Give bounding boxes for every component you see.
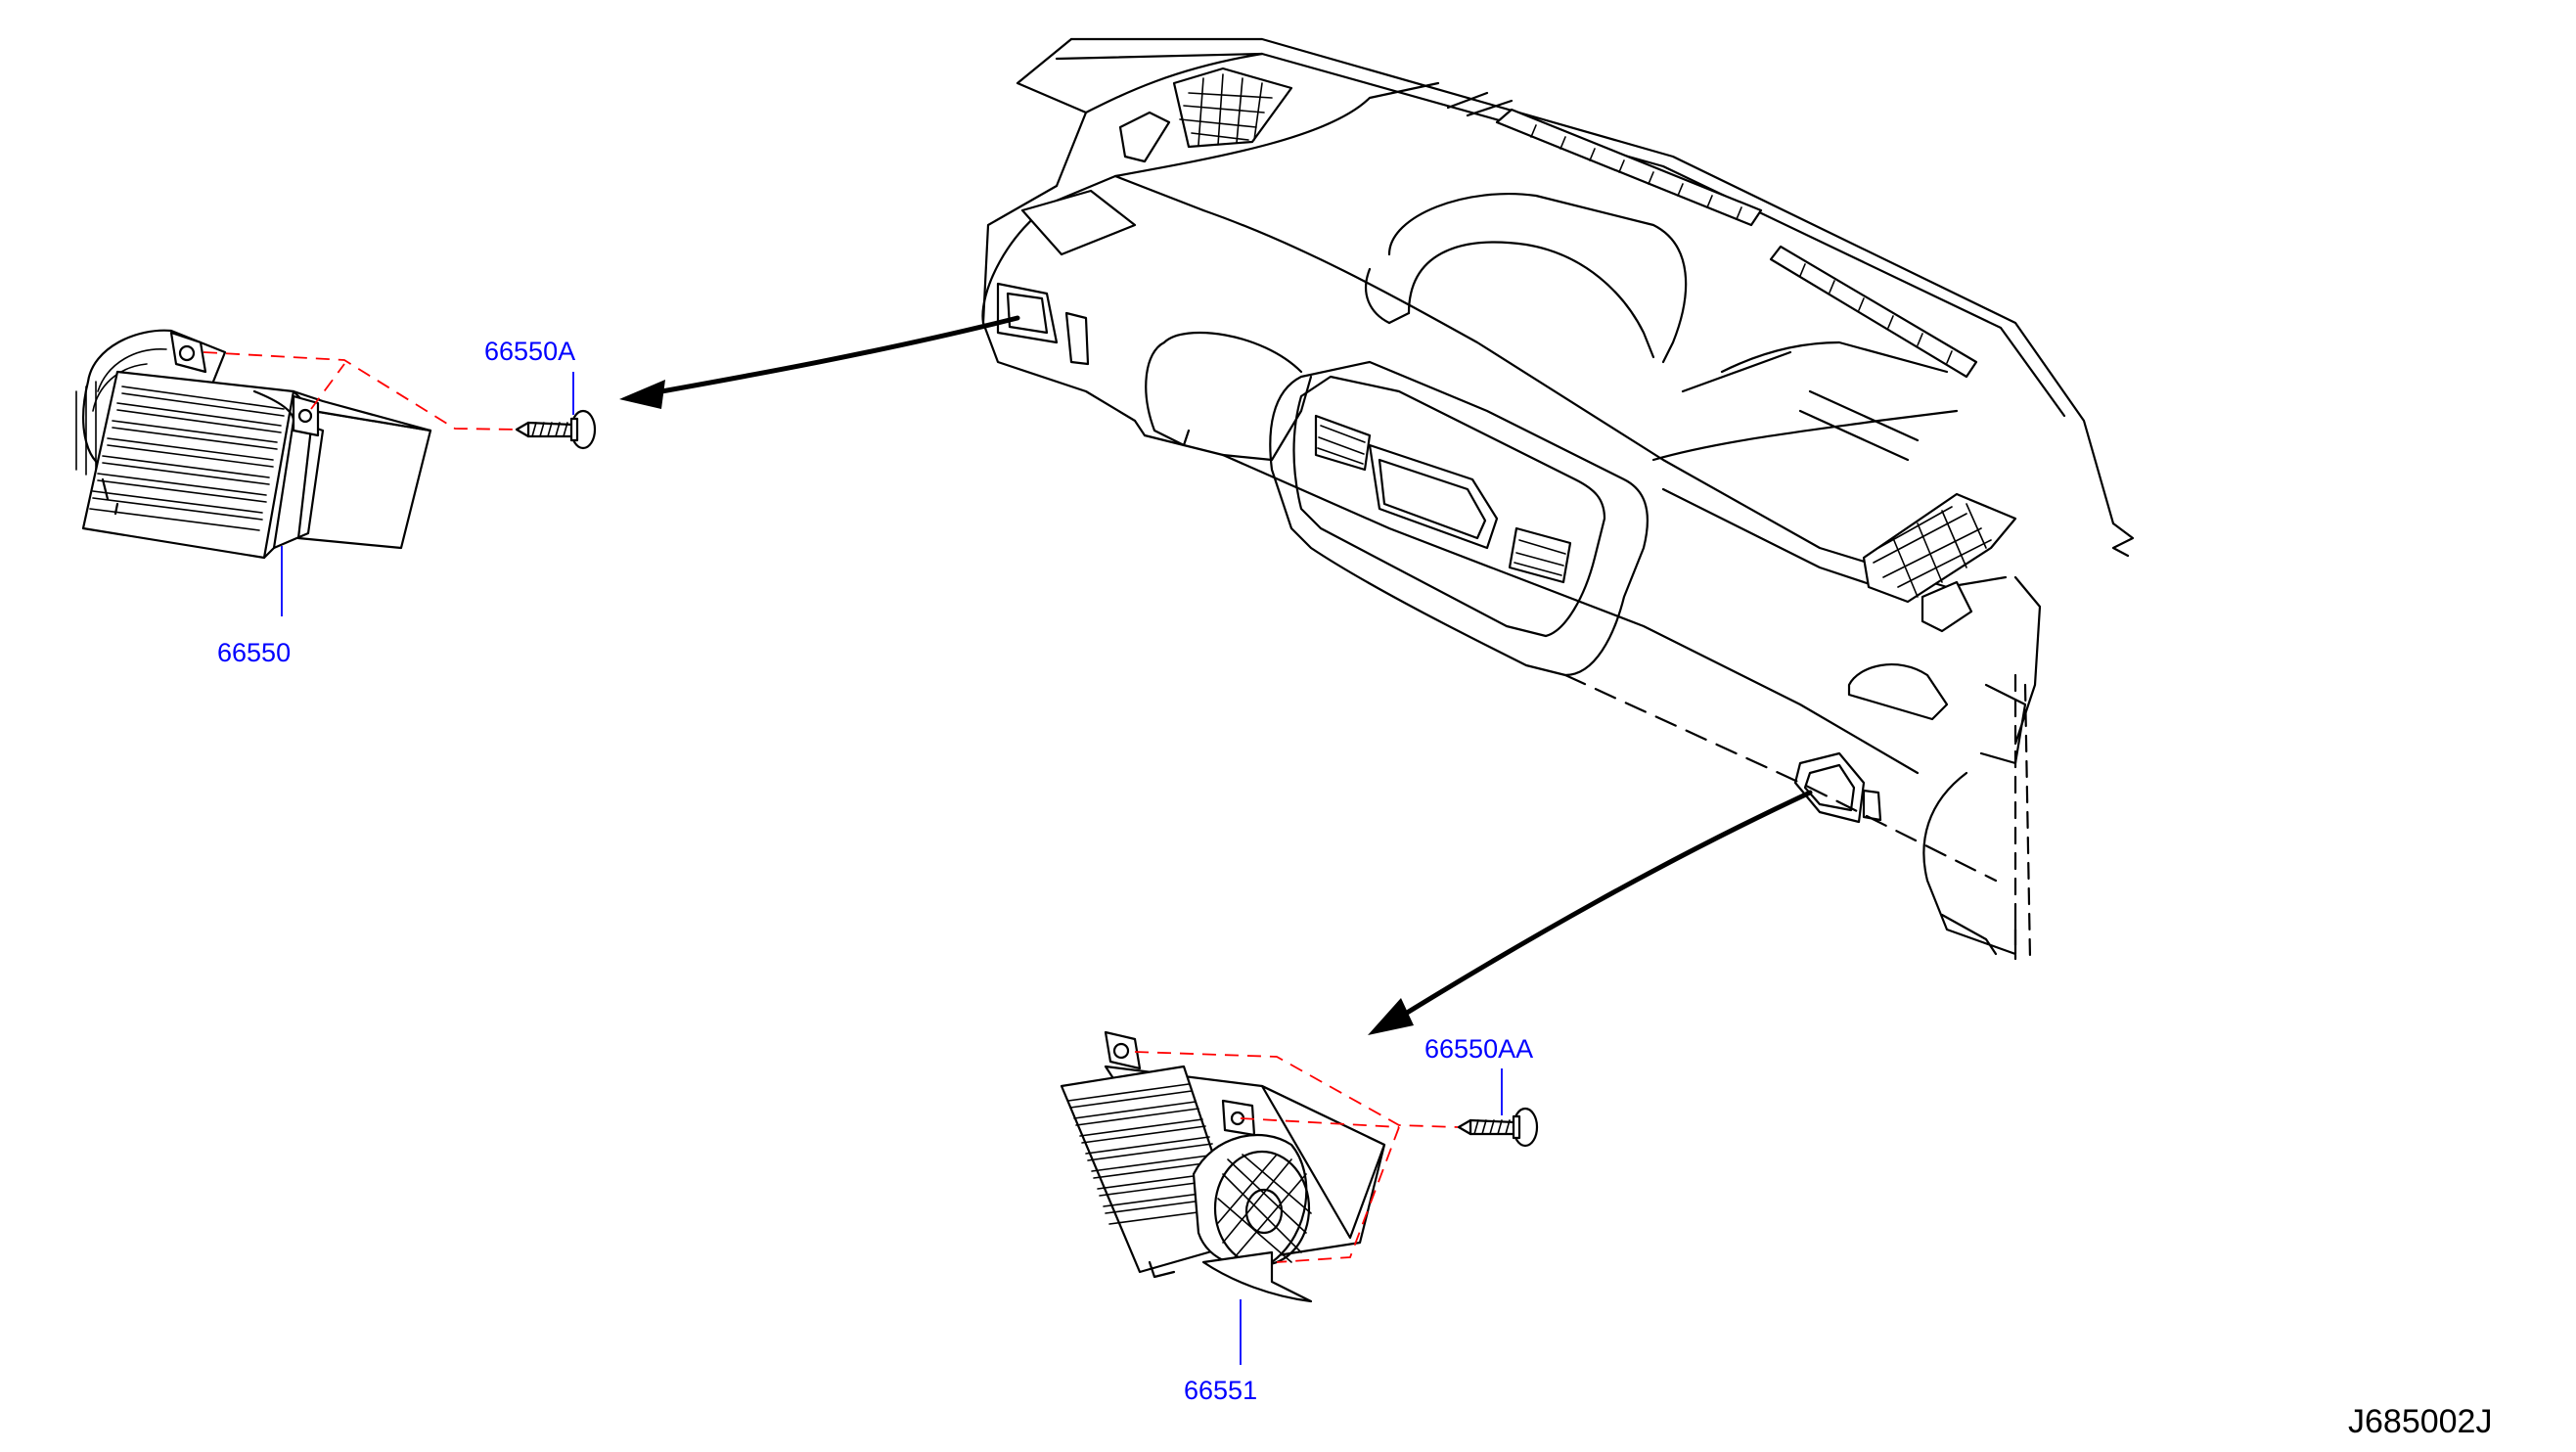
left-side-vent-66550 <box>75 329 432 560</box>
right-pointer-arrow <box>1368 790 1813 1035</box>
screw-66550AA <box>1457 1107 1539 1148</box>
label-66550A: 66550A <box>484 337 575 366</box>
left-pointer-arrow <box>619 315 1020 409</box>
left-guide-line-upper <box>203 351 520 431</box>
left-guide-line-lower <box>310 363 345 410</box>
right-guide-line-lower <box>1276 1126 1400 1263</box>
defroster-vent-strip <box>1446 91 1978 379</box>
right-guide-line-upper <box>1134 1051 1459 1128</box>
instrument-panel <box>981 37 2135 961</box>
right-side-vent-66551 <box>1060 1030 1386 1303</box>
label-66551: 66551 <box>1184 1376 1257 1405</box>
right-guide-line-middle <box>1240 1117 1400 1128</box>
label-66550AA: 66550AA <box>1424 1034 1533 1064</box>
label-66550: 66550 <box>217 638 291 667</box>
screw-66550A <box>515 409 597 450</box>
diagram-code: J685002J <box>2348 1403 2492 1440</box>
